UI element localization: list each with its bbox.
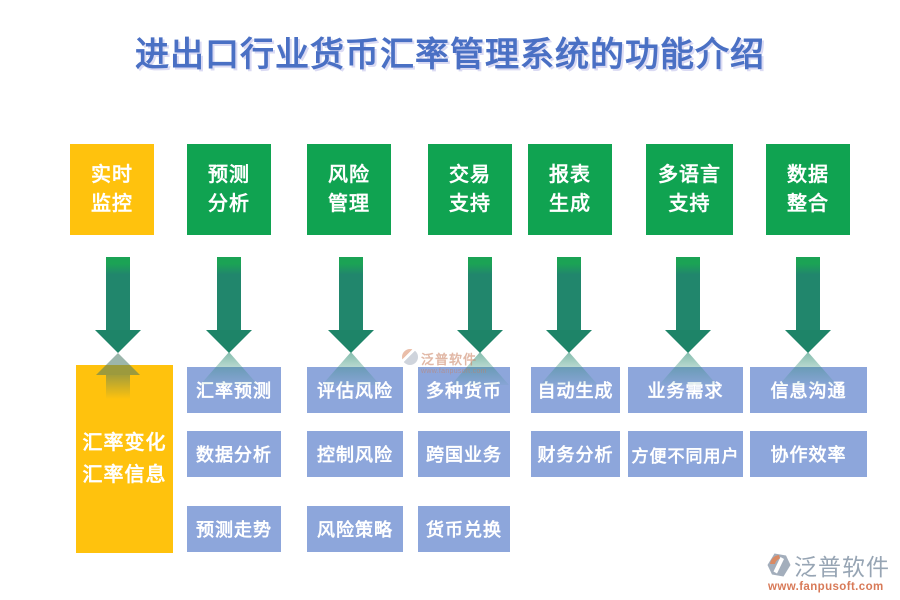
column-header-realtime-monitoring: 实时监控: [70, 144, 154, 235]
column-header-trading-support: 交易支持: [428, 144, 512, 235]
feature-box-forecast-analysis-2: 预测走势: [187, 506, 281, 552]
arrow-shaft: [796, 257, 820, 330]
column-header-label: 数据: [787, 163, 829, 186]
column-header-label: 实时: [91, 163, 133, 186]
brand-name: 泛普软件: [794, 554, 890, 580]
column-header-multilanguage-support: 多语言支持: [646, 144, 733, 235]
column-header-label: 分析: [208, 192, 250, 215]
arrow-shaft: [676, 257, 700, 330]
flow-arrow-multilanguage-support: [665, 257, 711, 353]
feature-box-risk-management-1: 控制风险: [307, 431, 403, 477]
flow-arrow-risk-management: [328, 257, 374, 353]
arrow-head-icon: [95, 330, 141, 353]
column-header-risk-management: 风险管理: [307, 144, 391, 235]
arrow-head-icon: [206, 330, 252, 353]
column-header-report-generation: 报表生成: [528, 144, 612, 235]
column-header-label: 整合: [787, 192, 829, 215]
feature-box-multilanguage-support-0: 业务需求: [628, 367, 743, 413]
column-header-label: 交易: [449, 163, 491, 186]
result-box-label: 汇率变化: [82, 432, 167, 454]
flow-arrow-trading-support: [457, 257, 503, 353]
column-header-label: 支持: [668, 192, 711, 215]
reflection-shaft: [106, 375, 130, 399]
arrow-shaft: [557, 257, 581, 330]
watermark: 泛普软件 www.fanpusoft.com: [402, 349, 487, 375]
arrow-reflection: [95, 353, 141, 399]
arrow-head-icon: [665, 330, 711, 353]
arrow-head-icon: [328, 330, 374, 353]
column-header-label: 管理: [328, 192, 370, 215]
arrow-shaft: [468, 257, 492, 330]
feature-box-report-generation-1: 财务分析: [531, 431, 620, 477]
column-header-label: 预测: [208, 163, 250, 186]
flow-arrow-data-integration: [785, 257, 831, 353]
feature-box-trading-support-1: 跨国业务: [418, 431, 510, 477]
feature-box-trading-support-2: 货币兑换: [418, 506, 510, 552]
column-header-label: 风险: [328, 163, 370, 186]
watermark-logo-icon: [402, 349, 418, 365]
column-header-label: 监控: [91, 192, 133, 215]
reflection-head: [96, 353, 140, 375]
arrow-shaft: [106, 257, 130, 330]
watermark-url: www.fanpusoft.com: [421, 368, 487, 375]
arrow-shaft: [339, 257, 363, 330]
page-title: 进出口行业货币汇率管理系统的功能介绍: [135, 36, 765, 74]
watermark-text: 泛普软件: [421, 352, 478, 367]
column-header-label: 生成: [549, 192, 591, 215]
feature-box-multilanguage-support-1: 方便不同用户: [628, 431, 743, 477]
feature-box-forecast-analysis-1: 数据分析: [187, 431, 281, 477]
column-header-data-integration: 数据整合: [766, 144, 850, 235]
feature-box-data-integration-1: 协作效率: [750, 431, 867, 477]
column-header-forecast-analysis: 预测分析: [187, 144, 271, 235]
brand-url: www.fanpusoft.com: [768, 581, 884, 593]
brand-logo-icon: [767, 553, 791, 577]
arrow-shaft: [217, 257, 241, 330]
arrow-head-icon: [546, 330, 592, 353]
arrow-head-icon: [785, 330, 831, 353]
column-header-label: 支持: [449, 192, 491, 215]
feature-box-risk-management-2: 风险策略: [307, 506, 403, 552]
column-header-label: 多语言: [658, 163, 721, 186]
flow-arrow-report-generation: [546, 257, 592, 353]
brand-logo: 泛普软件 www.fanpusoft.com: [766, 548, 890, 593]
column-header-label: 报表: [549, 163, 591, 186]
result-box-label: 汇率信息: [82, 464, 167, 486]
flow-arrow-realtime-monitoring: [95, 257, 141, 353]
flow-arrow-forecast-analysis: [206, 257, 252, 353]
